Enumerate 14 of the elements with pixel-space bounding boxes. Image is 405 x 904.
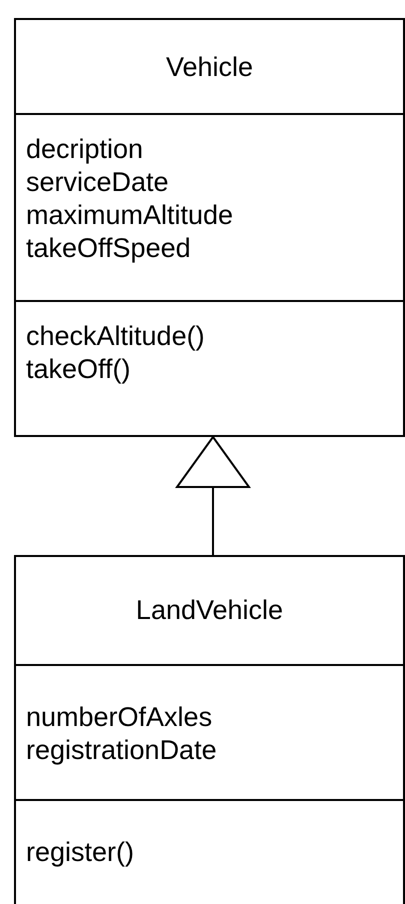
class-name: Vehicle <box>164 51 254 83</box>
class-box <box>14 555 405 904</box>
method-name: register() <box>25 836 134 869</box>
attribute-name: decription <box>25 133 144 166</box>
attribute-name: maximumAltitude <box>25 199 234 232</box>
class-box <box>14 18 405 437</box>
method-name: checkAltitude() <box>25 320 205 353</box>
inheritance-arrow <box>176 436 250 555</box>
class-name: LandVehicle <box>134 594 284 626</box>
attribute-name: numberOfAxles <box>25 701 212 734</box>
attribute-name: serviceDate <box>25 166 169 199</box>
attribute-name: takeOffSpeed <box>25 232 191 265</box>
method-name: takeOff() <box>25 353 131 386</box>
attribute-name: registrationDate <box>25 734 217 767</box>
